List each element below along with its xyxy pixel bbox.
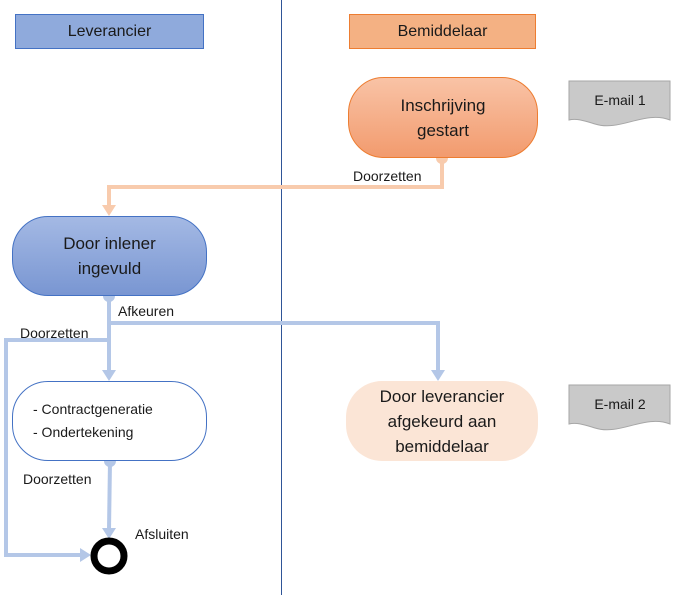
arrowhead-afgekeurd bbox=[431, 370, 445, 381]
document-email1-label: E-mail 1 bbox=[594, 92, 646, 108]
edge-label-doorzetten-top: Doorzetten bbox=[353, 168, 422, 184]
edge-label-afkeuren: Afkeuren bbox=[118, 303, 175, 319]
node-inschrijving-line1: Inschrijving bbox=[400, 95, 486, 115]
node-contract-line1: - Contractgeneratie bbox=[33, 401, 153, 417]
document-shape-email2 bbox=[568, 384, 671, 431]
arrowhead-afsluiten-left bbox=[80, 548, 91, 562]
node-door-inlener-ingevuld: Door inlener ingevuld bbox=[12, 216, 207, 296]
lane-divider bbox=[281, 0, 282, 595]
connector-doorzetten-bottom bbox=[107, 460, 112, 531]
node-inschrijving-line2: gestart bbox=[417, 120, 469, 140]
connector-doorzetten-top bbox=[107, 158, 444, 208]
edge-label-afsluiten: Afsluiten bbox=[135, 526, 189, 542]
arrowhead-afsluiten-bottom bbox=[102, 528, 116, 539]
document-email1: E-mail 1 bbox=[569, 81, 671, 127]
end-node bbox=[90, 537, 128, 575]
lane-header-leverancier-label: Leverancier bbox=[67, 22, 152, 40]
lane-header-bemiddelaar-label: Bemiddelaar bbox=[397, 22, 488, 40]
node-inlener-line2: ingevuld bbox=[77, 259, 142, 278]
document-email2-label: E-mail 2 bbox=[594, 396, 646, 412]
node-contract-line2: - Ondertekening bbox=[33, 424, 134, 440]
node-inlener-line1: Door inlener bbox=[63, 234, 156, 253]
node-inschrijving-gestart: Inschrijving gestart bbox=[348, 77, 538, 158]
document-email2: E-mail 2 bbox=[569, 385, 671, 431]
arrowhead-contract bbox=[102, 370, 116, 381]
lane-header-leverancier: Leverancier bbox=[15, 14, 204, 49]
node-afgekeurd-line3: bemiddelaar bbox=[395, 436, 489, 456]
node-contractgeneratie: - Contractgeneratie - Ondertekening bbox=[12, 381, 207, 461]
node-door-leverancier-afgekeurd: Door leverancier afgekeurd aan bemiddelaar bbox=[346, 381, 538, 461]
lane-header-bemiddelaar: Bemiddelaar bbox=[349, 14, 536, 49]
document-shape-email1 bbox=[568, 80, 671, 127]
arrowhead-inlener bbox=[102, 205, 116, 216]
edge-label-doorzetten-left: Doorzetten bbox=[20, 325, 89, 341]
edge-label-doorzetten-bottom: Doorzetten bbox=[23, 471, 92, 487]
node-afgekeurd-line1: Door leverancier bbox=[379, 386, 505, 406]
connector-doorzetten-left bbox=[4, 338, 109, 557]
node-afgekeurd-line2: afgekeurd aan bbox=[387, 411, 497, 431]
